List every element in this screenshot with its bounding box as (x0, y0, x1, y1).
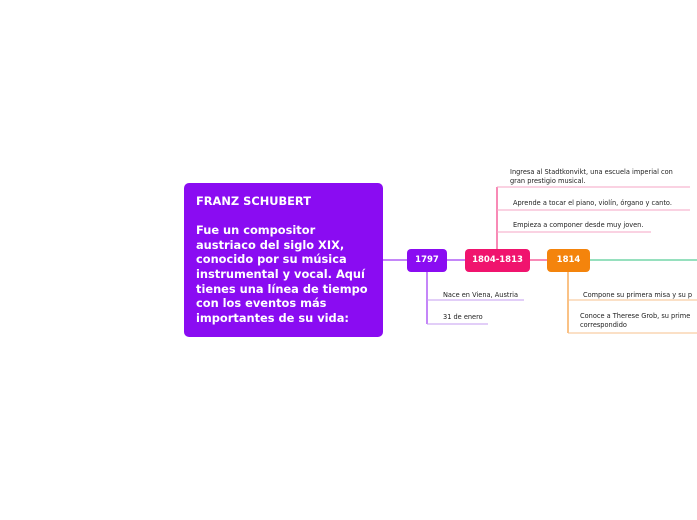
node-1804-1813[interactable]: 1804-1813 (465, 249, 530, 272)
main-topic-title: FRANZ SCHUBERT (196, 194, 311, 208)
event-1804-compose[interactable]: Empieza a componer desde muy joven. (513, 221, 644, 229)
event-1804-instruments[interactable]: Aprende a tocar el piano, violín, órgano… (513, 199, 672, 207)
node-1797[interactable]: 1797 (407, 249, 447, 272)
event-1804-stadtkonvikt[interactable]: Ingresa al Stadtkonvikt, una escuela imp… (510, 168, 673, 186)
event-1814-first-mass[interactable]: Compone su primera misa y su p (583, 291, 693, 299)
main-topic-card[interactable]: FRANZ SCHUBERT Fue un compositor austria… (184, 183, 383, 337)
event-1797-birthplace[interactable]: Nace en Viena, Austria (443, 291, 519, 299)
event-1814-therese-grob[interactable]: Conoce a Therese Grob, su prime correspo… (580, 312, 691, 330)
event-1797-date[interactable]: 31 de enero (443, 313, 483, 321)
main-topic-description: Fue un compositor austriaco del siglo XI… (196, 223, 368, 325)
node-1814[interactable]: 1814 (547, 249, 590, 272)
